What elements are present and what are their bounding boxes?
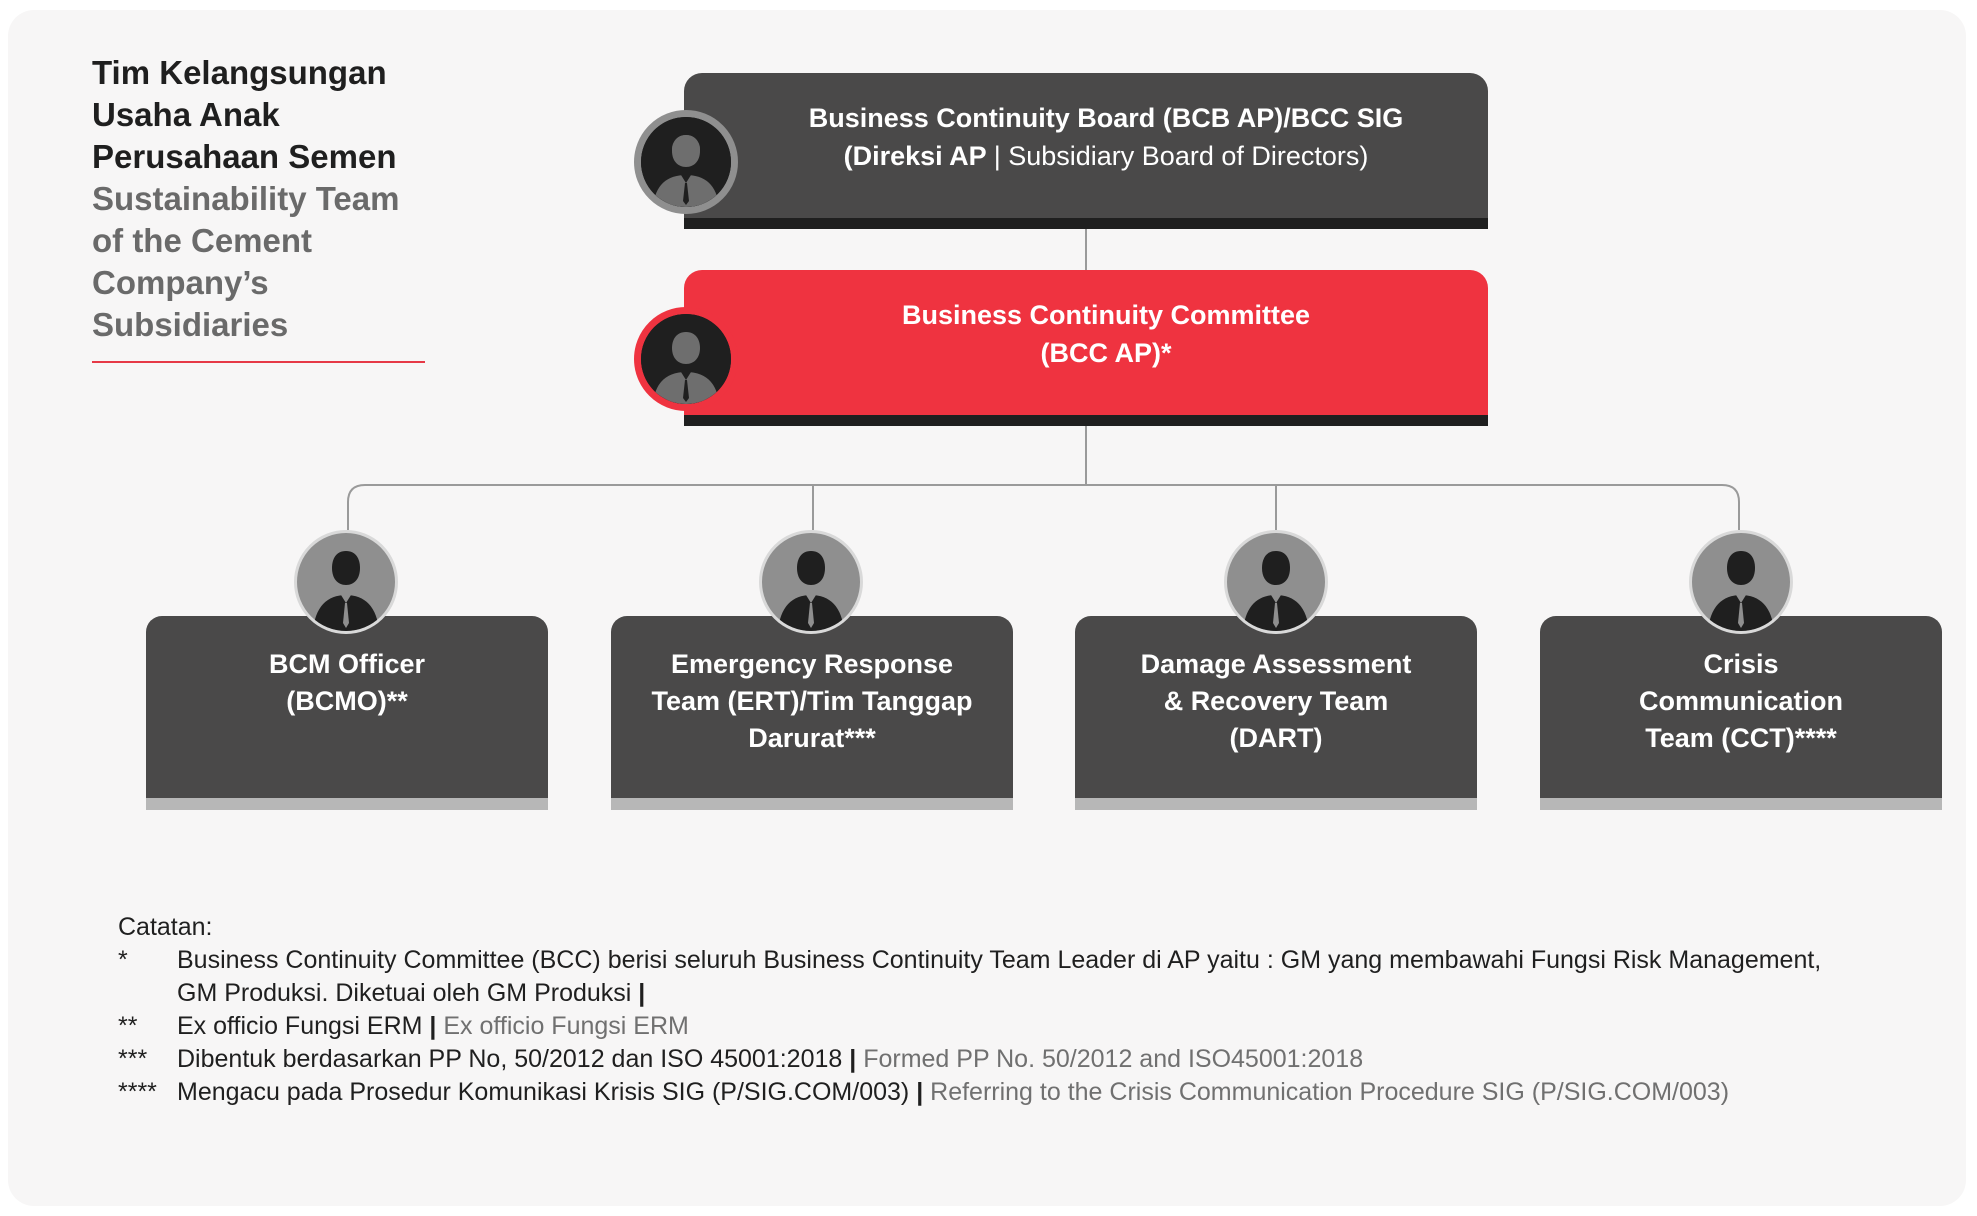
note-line: Business Continuity Committee (BCC) beri…	[177, 946, 1822, 974]
separator-bar: |	[993, 141, 1009, 171]
team-label-line: Darurat***	[748, 723, 876, 753]
note-text: Mengacu pada Prosedur Komunikasi Krisis …	[177, 1076, 1918, 1109]
team-label-line: Damage Assessment	[1140, 649, 1412, 679]
person-silhouette-icon	[634, 307, 738, 411]
heading-en-line: Sustainability Team	[92, 180, 400, 217]
team-box-ert: Emergency Response Team (ERT)/Tim Tangga…	[611, 616, 1013, 810]
heading-id-line: Perusahaan Semen	[92, 138, 397, 175]
board-box: Business Continuity Board (BCB AP)/BCC S…	[684, 73, 1488, 229]
team-label-line: BCM Officer	[268, 649, 425, 679]
note-text: Ex officio Fungsi ERM | Ex officio Fungs…	[177, 1010, 1918, 1043]
note-marker: ***	[118, 1045, 148, 1073]
note-line: Dibentuk berdasarkan PP No, 50/2012 dan …	[177, 1045, 850, 1073]
team-label-line: (DART)	[1229, 723, 1323, 753]
heading-en-line: of the Cement	[92, 222, 313, 259]
heading-en-line: Subsidiaries	[92, 306, 289, 343]
note-english: Ex officio Fungsi ERM	[443, 1012, 689, 1040]
board-subtitle-en: Subsidiary Board of Directors)	[1008, 141, 1369, 171]
committee-subtitle: (BCC AP)*	[1040, 338, 1172, 368]
note-marker: *	[118, 946, 128, 974]
note-line: Ex officio Fungsi ERM	[177, 1012, 423, 1040]
separator-bar: |	[849, 1045, 864, 1073]
separator-bar: |	[916, 1078, 931, 1106]
note-item: *** Dibentuk berdasarkan PP No, 50/2012 …	[118, 1043, 1918, 1076]
notes-title: Catatan:	[118, 913, 213, 941]
separator-bar: |	[638, 979, 646, 1007]
team-label-line: & Recovery Team	[1163, 686, 1389, 716]
note-item: **** Mengacu pada Prosedur Komunikasi Kr…	[118, 1076, 1918, 1109]
heading-en-line: Company’s	[92, 264, 269, 301]
team-label-line: Communication	[1638, 686, 1843, 716]
board-title: Business Continuity Board (BCB AP)/BCC S…	[808, 103, 1404, 133]
committee-title: Business Continuity Committee	[901, 300, 1311, 330]
connector-bus	[347, 484, 1740, 530]
team-box-dart: Damage Assessment & Recovery Team (DART)	[1075, 616, 1477, 810]
heading-id-line: Tim Kelangsungan	[92, 54, 387, 91]
team-label-line: (BCMO)**	[286, 686, 408, 716]
note-text: Dibentuk berdasarkan PP No, 50/2012 dan …	[177, 1043, 1918, 1076]
team-box-bcmo: BCM Officer (BCMO)**	[146, 616, 548, 810]
person-silhouette-icon	[294, 530, 398, 634]
note-item: * Business Continuity Committee (BCC) be…	[118, 944, 1918, 1010]
note-marker: **	[118, 1012, 138, 1040]
note-item: ** Ex officio Fungsi ERM | Ex officio Fu…	[118, 1010, 1918, 1043]
person-silhouette-icon	[759, 530, 863, 634]
board-subtitle-id: (Direksi AP	[843, 141, 987, 171]
separator-bar: |	[429, 1012, 444, 1040]
notes-section: Catatan: * Business Continuity Committee…	[118, 911, 1918, 1109]
note-line: Mengacu pada Prosedur Komunikasi Krisis …	[177, 1078, 917, 1106]
note-english: Referring to the Crisis Communication Pr…	[930, 1078, 1730, 1106]
team-label-line: Team (ERT)/Tim Tanggap	[651, 686, 973, 716]
diagram-heading: Tim Kelangsungan Usaha Anak Perusahaan S…	[92, 52, 432, 346]
team-label-line: Emergency Response	[670, 649, 954, 679]
person-silhouette-icon	[1689, 530, 1793, 634]
person-silhouette-icon	[1224, 530, 1328, 634]
person-silhouette-icon	[634, 110, 738, 214]
heading-underline	[92, 361, 425, 363]
committee-box: Business Continuity Committee (BCC AP)*	[684, 270, 1488, 426]
heading-id-line: Usaha Anak	[92, 96, 280, 133]
note-english: Formed PP No. 50/2012 and ISO45001:2018	[863, 1045, 1364, 1073]
team-label-line: Crisis	[1703, 649, 1779, 679]
team-box-cct: Crisis Communication Team (CCT)****	[1540, 616, 1942, 810]
note-text: Business Continuity Committee (BCC) beri…	[177, 944, 1918, 1010]
team-label-line: Team (CCT)****	[1645, 723, 1837, 753]
board-subtitle: (Direksi AP | Subsidiary Board of Direct…	[764, 137, 1448, 175]
note-line: GM Produksi. Diketuai oleh GM Produksi	[177, 979, 632, 1007]
note-marker: ****	[118, 1078, 157, 1106]
